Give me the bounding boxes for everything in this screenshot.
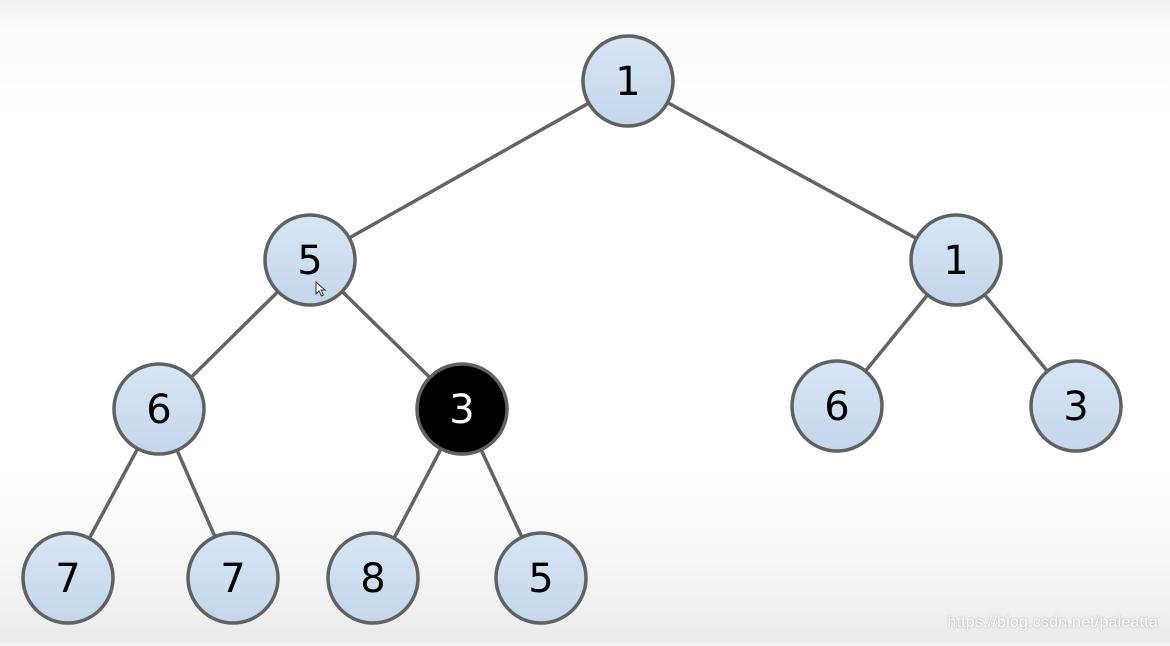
- node-circle: [581, 34, 675, 128]
- node-label: 5: [528, 556, 553, 602]
- node-circle: [326, 531, 420, 625]
- node-circle: [790, 359, 884, 453]
- tree-node: 3: [1029, 359, 1123, 453]
- node-circle: [909, 213, 1003, 307]
- node-label: 6: [824, 384, 849, 430]
- node-circle: [263, 213, 357, 307]
- tree-edge: [308, 79, 630, 262]
- node-label: 1: [943, 238, 968, 284]
- node-circle: [112, 362, 206, 456]
- node-label: 5: [297, 238, 322, 284]
- tree-node: 6: [790, 359, 884, 453]
- node-label: 7: [55, 556, 80, 602]
- node-label: 3: [449, 387, 474, 433]
- node-label: 1: [615, 59, 640, 105]
- node-label: 8: [360, 556, 385, 602]
- node-label: 6: [146, 387, 171, 433]
- tree-node: 7: [186, 531, 280, 625]
- edges-layer: [66, 79, 1078, 580]
- node-circle: [186, 531, 280, 625]
- tree-node: 8: [326, 531, 420, 625]
- watermark-text: https://blog.csdn.net/paleatta: [947, 614, 1158, 631]
- node-circle: [1029, 359, 1123, 453]
- node-circle: [21, 531, 115, 625]
- tree-node: 5: [263, 213, 357, 307]
- tree-node: 6: [112, 362, 206, 456]
- tree-node-highlighted: 3: [415, 362, 509, 456]
- tree-node: 7: [21, 531, 115, 625]
- tree-node: 1: [581, 34, 675, 128]
- node-label: 7: [220, 556, 245, 602]
- mouse-cursor-icon: [315, 280, 327, 297]
- tree-edge: [626, 79, 958, 262]
- node-circle: [415, 362, 509, 456]
- nodes-layer: 1 5 1 6 3 6 3 7 7 8 5: [21, 34, 1123, 625]
- node-circle: [494, 531, 588, 625]
- tree-node: 1: [909, 213, 1003, 307]
- tree-node: 5: [494, 531, 588, 625]
- node-label: 3: [1063, 384, 1088, 430]
